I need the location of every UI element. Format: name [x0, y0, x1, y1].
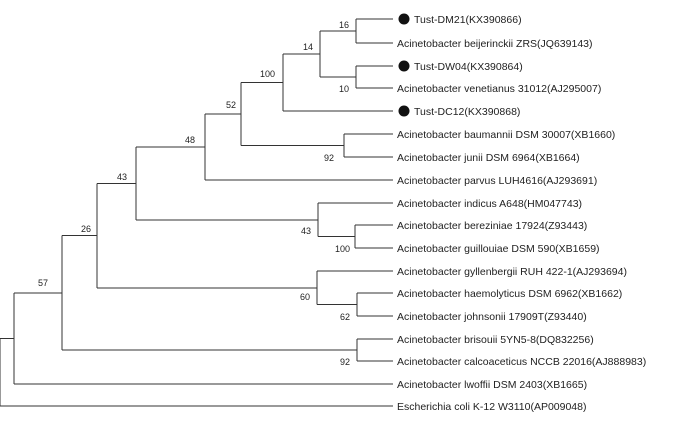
support-values: 16 14 10 100 52 92 48 43 43 100 26 60 62 57 92 — [38, 20, 350, 367]
leaf-label-guil: Acinetobacter guillouiae DSM 590(XB1659) — [397, 243, 600, 255]
leaf-label-calc: Acinetobacter calcoaceticus NCCB 22016(A… — [397, 356, 646, 368]
leaf-label-haem: Acinetobacter haemolyticus DSM 6962(XB16… — [397, 288, 622, 300]
support-value-n48: 48 — [185, 135, 195, 145]
leaf-label-dc12: Tust-DC12(KX390868) — [414, 106, 520, 118]
leaf-label-parv: Acinetobacter parvus LUH4616(AJ293691) — [397, 175, 597, 187]
support-value-n92a: 92 — [324, 153, 334, 163]
tree-branches — [0, 18, 393, 407]
support-value-n100b: 100 — [335, 244, 350, 254]
leaf-label-bere: Acinetobacter bereziniae 17924(Z93443) — [397, 220, 587, 232]
leaf-label-ecol: Escherichia coli K-12 W3110(AP009048) — [397, 401, 587, 413]
marker-dot-dc12 — [398, 105, 410, 117]
leaf-label-vene: Acinetobacter venetianus 31012(AJ295007) — [397, 83, 601, 95]
marker-dot-dm21 — [398, 13, 410, 25]
leaf-label-indi: Acinetobacter indicus A648(HM047743) — [397, 198, 582, 210]
leaf-label-dw04: Tust-DW04(KX390864) — [414, 61, 523, 73]
leaf-label-gyll: Acinetobacter gyllenbergii RUH 422-1(AJ2… — [397, 266, 627, 278]
support-value-n62: 62 — [340, 312, 350, 322]
marker-dot-dw04 — [398, 60, 410, 72]
support-value-n14: 14 — [303, 42, 313, 52]
leaf-label-juni: Acinetobacter junii DSM 6964(XB1664) — [397, 152, 580, 164]
support-value-n43b: 43 — [301, 226, 311, 236]
support-value-n92b: 92 — [340, 357, 350, 367]
leaf-label-beij: Acinetobacter beijerinckii ZRS(JQ639143) — [397, 38, 593, 50]
leaf-label-baum: Acinetobacter baumannii DSM 30007(XB1660… — [397, 129, 615, 141]
support-value-n57: 57 — [38, 278, 48, 288]
support-value-n52: 52 — [226, 100, 236, 110]
support-value-n60: 60 — [300, 292, 310, 302]
leaf-label-john: Acinetobacter johnsonii 17909T(Z93440) — [397, 311, 587, 323]
highlight-markers — [398, 13, 410, 117]
support-value-n43a: 43 — [117, 172, 127, 182]
support-value-n10: 10 — [339, 84, 349, 94]
support-value-n16: 16 — [339, 20, 349, 30]
leaf-label-bris: Acinetobacter brisouii 5YN5-8(DQ832256) — [397, 334, 594, 346]
leaf-label-lwof: Acinetobacter lwoffii DSM 2403(XB1665) — [397, 379, 587, 391]
support-value-n26: 26 — [81, 224, 91, 234]
support-value-n100: 100 — [260, 69, 275, 79]
leaf-label-dm21: Tust-DM21(KX390866) — [414, 14, 522, 26]
leaf-labels: Tust-DM21(KX390866) Acinetobacter beijeri… — [397, 14, 646, 413]
